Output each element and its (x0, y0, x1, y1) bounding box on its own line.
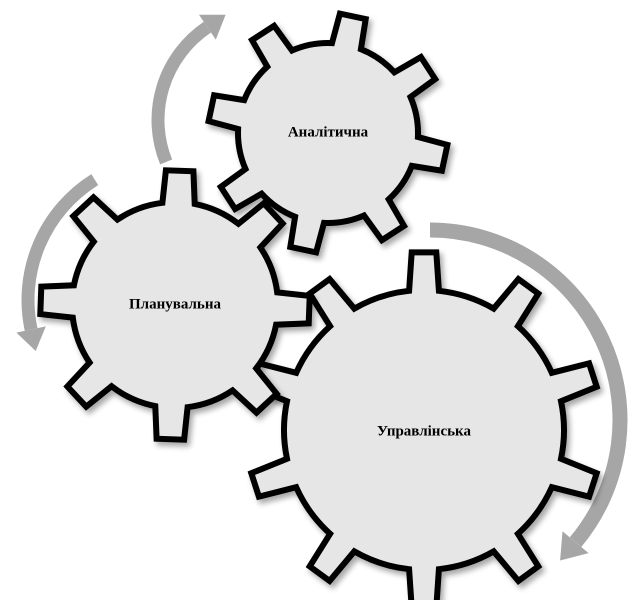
arrow-top-head (199, 14, 226, 40)
gear-label-analytical: Аналітична (288, 124, 369, 140)
gear-analytical: Аналітична (205, 10, 451, 256)
gear-planning: Планувальна (37, 167, 313, 443)
arrow-top (151, 21, 212, 165)
arrow-right (429, 222, 628, 547)
gear-label-managerial: Управлінська (377, 423, 471, 439)
arrow-left-head (16, 326, 46, 351)
gear-analytical-shape (205, 10, 451, 256)
gear-label-planning: Планувальна (129, 296, 221, 312)
curved-arrow-icon (151, 14, 226, 165)
gear-planning-shape (37, 167, 313, 443)
gear-managerial-shape (247, 249, 601, 600)
arrow-right-head (560, 531, 589, 561)
arrow-left (21, 174, 99, 331)
curved-arrow-icon (16, 174, 99, 351)
curved-arrow-icon (429, 222, 628, 561)
gear-managerial: Управлінська (247, 249, 601, 600)
